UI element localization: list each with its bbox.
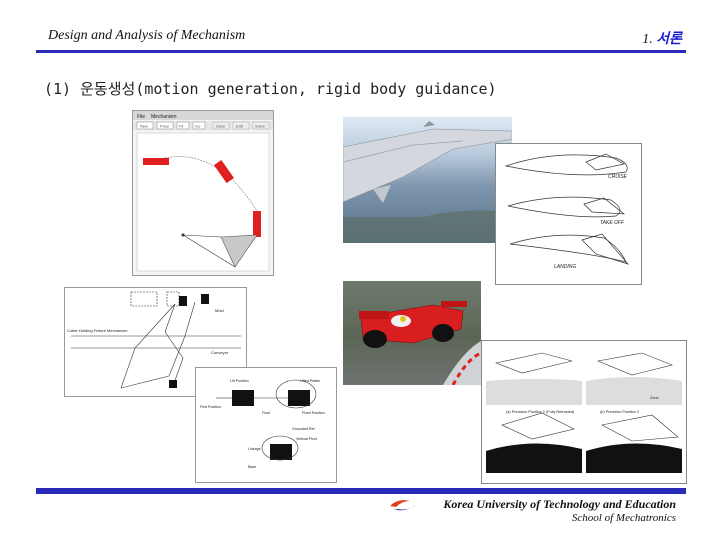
- label-fixed-position: Fixed Position: [302, 411, 325, 415]
- label-linkage: Linkage: [248, 447, 261, 451]
- position-drawing: Lift Position Lifted Platter First Posit…: [200, 379, 325, 469]
- label-mold: Mold: [215, 308, 224, 313]
- label-lifted-platter: Lifted Platter: [300, 379, 321, 383]
- university-logo-icon: [390, 500, 416, 511]
- label-lift-position: Lift Position: [230, 379, 249, 383]
- label-cruise: CRUISE: [608, 174, 628, 180]
- university-name: Korea University of Technology and Educa…: [443, 497, 676, 511]
- tool-edit: Edit: [236, 124, 244, 129]
- label-bds-revision: (c) BDS Revision: [512, 476, 541, 480]
- flap-positions-diagram: (a) Precision Position 1 (Fully Retracte…: [481, 340, 687, 484]
- section-label: 1. 서론: [642, 28, 682, 48]
- label-takeoff: TAKE OFF: [600, 220, 625, 226]
- tool-go: Go: [195, 124, 201, 129]
- tool-save: Save: [216, 124, 226, 129]
- school-name: School of Mechatronics: [571, 512, 676, 524]
- linkage-drawing: Cutter Holding Fixture Mechanism Mold Co…: [67, 291, 241, 389]
- tool-pose: Pose: [160, 124, 170, 129]
- flap-positions-drawing: (a) Precision Position 1 (Fully Retracte…: [486, 352, 682, 480]
- label-landing: LANDING: [554, 264, 576, 270]
- label-conveyor: Conveyor: [211, 350, 229, 355]
- position-diagram: Lift Position Lifted Platter First Posit…: [195, 367, 337, 483]
- label-base: Base: [248, 465, 256, 469]
- flap-drawing: CRUISE TAKE OFF LANDING: [504, 153, 630, 270]
- f1-car-photo: [343, 281, 481, 385]
- label-zone: Zone: [650, 396, 659, 400]
- section-title: 서론: [656, 32, 682, 47]
- f1-drawing: [359, 301, 481, 385]
- course-title: Design and Analysis of Mechanism: [48, 28, 246, 43]
- label-vertical-pivot: Vertical Pivot: [296, 437, 317, 441]
- menu-mechanism: Mechanism: [151, 114, 177, 120]
- flap-diagram: CRUISE TAKE OFF LANDING: [495, 143, 642, 285]
- label-final: Final: [262, 411, 270, 415]
- tool-solve: Solve: [255, 124, 266, 129]
- motion-app-drawing: File Mechanism New Pose Fit Go Save Edit…: [133, 111, 273, 272]
- label-position-2: (b) Precision Position 2: [600, 410, 639, 414]
- header-rule: [36, 50, 686, 53]
- wing-photo: [343, 117, 512, 243]
- label-first-position: First Position: [200, 405, 221, 409]
- label-grounded-ref: Grounded Ref: [292, 427, 315, 431]
- footer-rule: [36, 488, 686, 494]
- menu-file: File: [137, 114, 145, 120]
- motion-app-screenshot: File Mechanism New Pose Fit Go Save Edit…: [132, 110, 274, 276]
- label-position-3: (d) Precision Position 3 (Fully Deployed…: [600, 476, 668, 480]
- section-number: 1.: [642, 32, 653, 47]
- wing-drawing: [343, 121, 512, 243]
- label-cutter-fixture: Cutter Holding Fixture Mechanism: [67, 328, 128, 333]
- tool-new: New: [140, 124, 148, 129]
- tool-fit: Fit: [179, 124, 184, 129]
- slide-heading: (1) 운동생성(motion generation, rigid body g…: [44, 80, 497, 98]
- label-position-1: (a) Precision Position 1 (Fully Retracte…: [506, 410, 575, 414]
